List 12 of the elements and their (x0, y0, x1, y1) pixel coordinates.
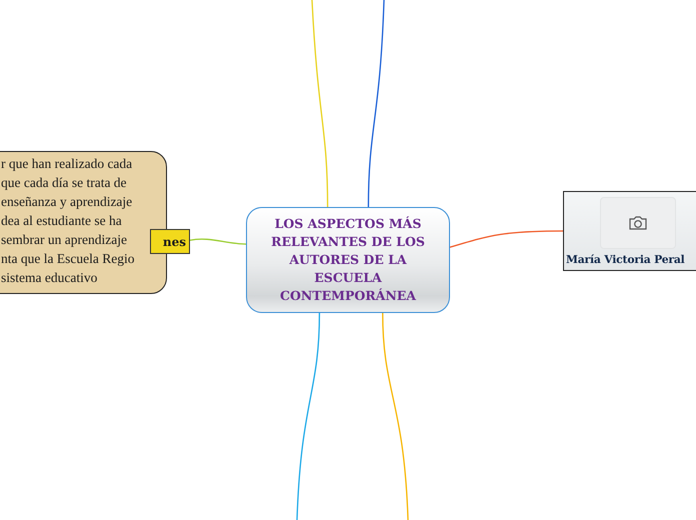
label-tag: nes (150, 229, 190, 254)
connector-line (311, 0, 328, 207)
connector-line (296, 312, 320, 520)
connector-line (368, 0, 385, 207)
person-card (563, 191, 696, 271)
connector-line (190, 238, 246, 245)
connector-line (450, 230, 563, 248)
note-text: r que han realizado cada que cada día se trata de enseñanza y aprendizaje dea al estudiante se ha sembrar un aprendizaje nta que la Escuela Regio sistema educativo (1, 155, 136, 287)
connector-line (382, 312, 409, 520)
topic-box (246, 207, 450, 313)
person-name: María Victoria Peral (566, 253, 685, 266)
topic-title: LOS ASPECTOS MÁS RELEVANTES DE LOS AUTORES DE LA ESCUELA CONTEMPORÁNEA (270, 215, 426, 305)
